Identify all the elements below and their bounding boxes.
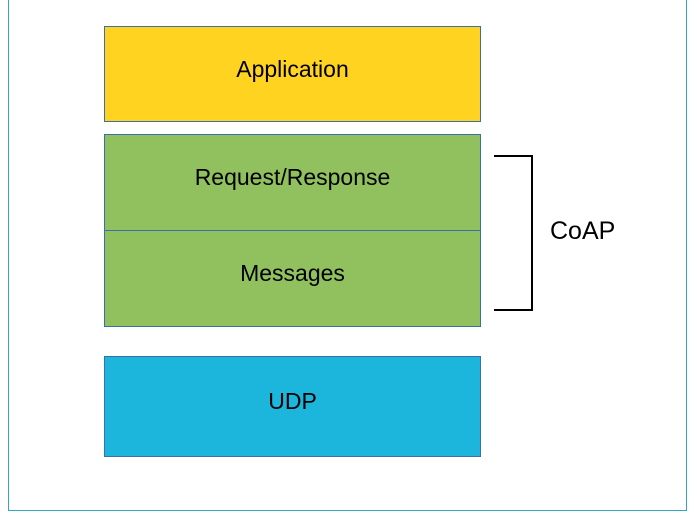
layer-box-application: Application — [104, 26, 481, 122]
layer-box-request-response: Request/Response — [104, 134, 481, 231]
layer-box-messages: Messages — [104, 230, 481, 327]
coap-grouping-bracket — [494, 155, 533, 311]
layer-label-udp: UDP — [268, 388, 317, 414]
layer-box-udp: UDP — [104, 356, 481, 457]
layer-label-application: Application — [236, 55, 349, 82]
layer-label-request-response: Request/Response — [194, 164, 391, 190]
layer-label-messages: Messages — [240, 260, 345, 286]
coap-annotation-label: CoAP — [550, 217, 616, 245]
